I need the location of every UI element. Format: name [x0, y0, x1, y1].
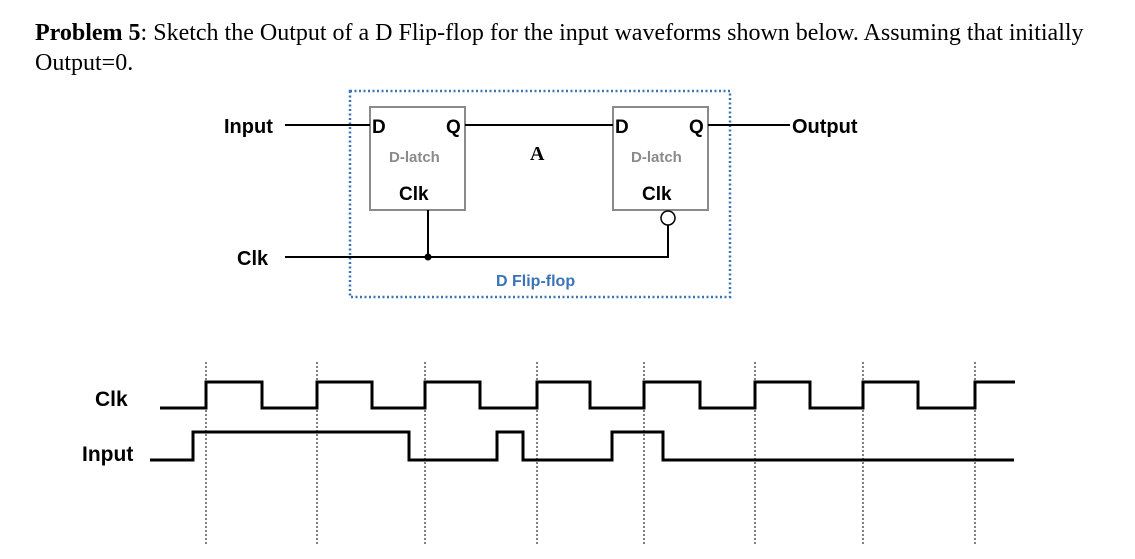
output-label: Output [792, 116, 858, 138]
latch1-name: D-latch [389, 149, 440, 166]
node-a-label: A [530, 143, 545, 165]
input-label: Input [224, 116, 273, 138]
flipflop-boundary [348, 89, 732, 299]
problem-text: : Sketch the Output of a D Flip-flop for… [35, 20, 1084, 76]
latch2-d: D [615, 117, 629, 138]
problem-statement: Problem 5: Sketch the Output of a D Flip… [35, 18, 1095, 78]
latch2-q: Q [689, 117, 704, 138]
latch1-d: D [372, 117, 386, 138]
input-waveform [150, 430, 1014, 462]
latch2-name: D-latch [631, 149, 682, 166]
clk-waveform [160, 380, 1015, 410]
latch1-q: Q [446, 117, 461, 138]
latch1-box [369, 106, 466, 211]
clk-wire [285, 225, 669, 258]
timing-clk-label: Clk [95, 388, 128, 411]
timing-diagram: Clk Input [82, 362, 1015, 545]
clk-label: Clk [237, 248, 269, 270]
problem-label: Problem 5 [35, 20, 141, 46]
flipflop-diagram: Input Output Clk A D Flip-flop D Q D-lat… [224, 89, 858, 299]
inverter-bubble [660, 210, 676, 226]
timing-input-label: Input [82, 443, 133, 466]
clock-edge-guides [205, 362, 976, 545]
junction-dot [424, 253, 432, 261]
latch2-clk: Clk [642, 184, 672, 205]
flipflop-label: D Flip-flop [496, 273, 575, 290]
latch2-box [612, 106, 709, 211]
latch1-clk: Clk [399, 184, 429, 205]
